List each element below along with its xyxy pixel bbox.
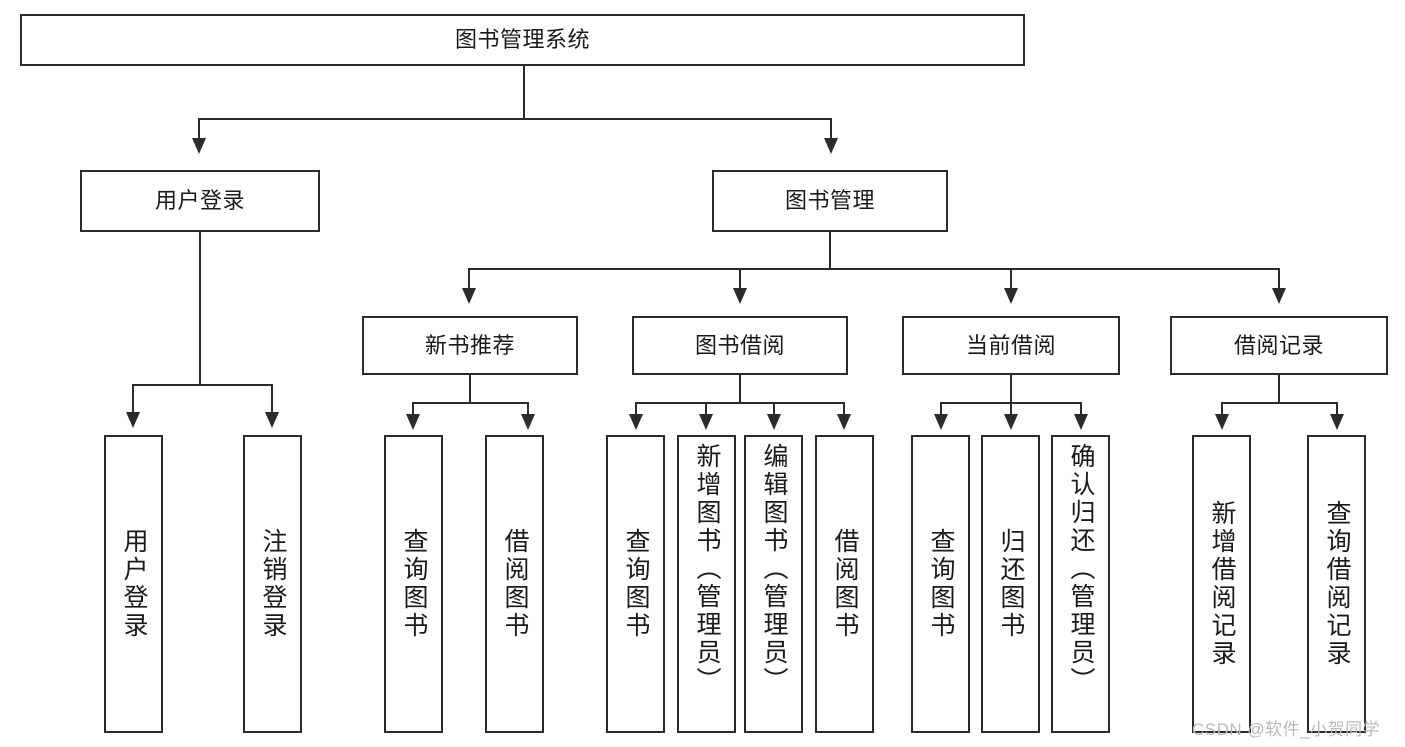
connector-bookborrow-bus bbox=[635, 402, 845, 404]
node-root-system[interactable]: 图书管理系统 bbox=[20, 14, 1025, 66]
connector-borrowrecord-stem bbox=[1278, 375, 1280, 402]
connector-bookmgmt-stem bbox=[829, 232, 831, 268]
arrowhead-borrowrecord-to-leaf1 bbox=[1215, 414, 1229, 430]
connector-currentborrow-stem bbox=[1010, 375, 1012, 402]
arrowhead-newbook-to-leaf2 bbox=[521, 414, 535, 430]
node-book-management[interactable]: 图书管理 bbox=[712, 170, 948, 232]
leaf-newbook-borrow-book[interactable]: 借阅图书 bbox=[485, 435, 544, 733]
connector-bookmgmt-to-current bbox=[1010, 268, 1012, 290]
connector-bookmgmt-bus bbox=[468, 268, 1280, 270]
node-user-login[interactable]: 用户登录 bbox=[80, 170, 320, 232]
arrowhead-root-to-bookmgmt bbox=[824, 138, 838, 154]
arrowhead-bookborrow-to-leaf4 bbox=[837, 414, 851, 430]
arrowhead-bookmgmt-to-current bbox=[1004, 288, 1018, 304]
leaf-user-login-query[interactable]: 用户登录 bbox=[104, 435, 163, 733]
connector-bookmgmt-to-new bbox=[468, 268, 470, 290]
node-label: 查询借阅记录 bbox=[1323, 500, 1351, 668]
connector-root-to-bookmgmt bbox=[830, 118, 832, 140]
node-label: 图书借阅 bbox=[694, 332, 785, 358]
arrowhead-currentborrow-to-leaf3 bbox=[1074, 414, 1088, 430]
connector-login-to-leaf2 bbox=[271, 384, 273, 414]
node-label: 查询图书 bbox=[622, 528, 650, 640]
node-new-book-recommend[interactable]: 新书推荐 bbox=[362, 316, 578, 375]
leaf-currentborrow-return-book[interactable]: 归还图书 bbox=[981, 435, 1040, 733]
node-label: 图书管理系统 bbox=[454, 27, 590, 53]
node-label: 确认归还（管理员） bbox=[1067, 443, 1095, 695]
node-label: 图书管理 bbox=[784, 188, 875, 214]
connector-borrowrecord-to-leaf2 bbox=[1336, 402, 1338, 416]
arrowhead-bookmgmt-to-new bbox=[462, 288, 476, 304]
connector-borrowrecord-to-leaf1 bbox=[1221, 402, 1223, 416]
leaf-currentborrow-confirm-return[interactable]: 确认归还（管理员） bbox=[1051, 435, 1110, 733]
arrowhead-currentborrow-to-leaf1 bbox=[934, 414, 948, 430]
arrowhead-login-to-leaf1 bbox=[126, 412, 140, 428]
arrowhead-login-to-leaf2 bbox=[265, 412, 279, 428]
connector-currentborrow-to-leaf1 bbox=[940, 402, 942, 416]
arrowhead-currentborrow-to-leaf2 bbox=[1004, 414, 1018, 430]
node-label: 用户登录 bbox=[120, 528, 148, 640]
connector-bookborrow-to-leaf3 bbox=[773, 402, 775, 416]
connector-login-to-leaf1 bbox=[132, 384, 134, 414]
connector-newbook-to-leaf1 bbox=[412, 402, 414, 416]
connector-borrowrecord-bus bbox=[1221, 402, 1337, 404]
leaf-borrowrecord-add-record[interactable]: 新增借阅记录 bbox=[1192, 435, 1251, 733]
arrowhead-root-to-login bbox=[192, 138, 206, 154]
node-book-borrow[interactable]: 图书借阅 bbox=[632, 316, 848, 375]
connector-root-bus bbox=[198, 118, 832, 120]
leaf-borrowrecord-query-record[interactable]: 查询借阅记录 bbox=[1307, 435, 1366, 733]
leaf-user-logout[interactable]: 注销登录 bbox=[243, 435, 302, 733]
node-label: 借阅图书 bbox=[831, 528, 859, 640]
connector-bookborrow-stem bbox=[739, 375, 741, 402]
node-label: 新增图书（管理员） bbox=[693, 443, 721, 695]
leaf-bookborrow-query-book[interactable]: 查询图书 bbox=[606, 435, 665, 733]
connector-root-to-login bbox=[198, 118, 200, 140]
connector-root-stem bbox=[523, 66, 525, 118]
leaf-bookborrow-add-book[interactable]: 新增图书（管理员） bbox=[677, 435, 736, 733]
node-label: 当前借阅 bbox=[965, 332, 1056, 358]
node-label: 注销登录 bbox=[259, 528, 287, 640]
connector-bookmgmt-to-record bbox=[1278, 268, 1280, 290]
leaf-currentborrow-query-book[interactable]: 查询图书 bbox=[911, 435, 970, 733]
connector-newbook-bus bbox=[412, 402, 528, 404]
node-label: 归还图书 bbox=[997, 528, 1025, 640]
connector-currentborrow-to-leaf2 bbox=[1010, 402, 1012, 416]
connector-bookborrow-to-leaf1 bbox=[635, 402, 637, 416]
arrowhead-bookborrow-to-leaf3 bbox=[767, 414, 781, 430]
connector-login-bus bbox=[132, 384, 272, 386]
connector-currentborrow-to-leaf3 bbox=[1080, 402, 1082, 416]
connector-bookborrow-to-leaf2 bbox=[705, 402, 707, 416]
arrowhead-bookborrow-to-leaf2 bbox=[699, 414, 713, 430]
connector-bookmgmt-to-borrow bbox=[739, 268, 741, 290]
node-label: 借阅图书 bbox=[501, 528, 529, 640]
arrowhead-newbook-to-leaf1 bbox=[406, 414, 420, 430]
leaf-newbook-query-book[interactable]: 查询图书 bbox=[384, 435, 443, 733]
node-label: 查询图书 bbox=[927, 528, 955, 640]
connector-newbook-to-leaf2 bbox=[527, 402, 529, 416]
node-label: 新书推荐 bbox=[424, 332, 515, 358]
node-label: 编辑图书（管理员） bbox=[760, 443, 788, 695]
node-label: 新增借阅记录 bbox=[1208, 500, 1236, 668]
csdn-watermark: CSDN @软件_小贺同学 bbox=[1192, 720, 1381, 739]
leaf-bookborrow-edit-book[interactable]: 编辑图书（管理员） bbox=[744, 435, 803, 733]
leaf-bookborrow-borrow-book[interactable]: 借阅图书 bbox=[815, 435, 874, 733]
connector-newbook-stem bbox=[469, 375, 471, 402]
arrowhead-bookmgmt-to-record bbox=[1272, 288, 1286, 304]
connector-bookborrow-to-leaf4 bbox=[843, 402, 845, 416]
node-label: 用户登录 bbox=[154, 188, 245, 214]
arrowhead-bookmgmt-to-borrow bbox=[733, 288, 747, 304]
connector-login-stem bbox=[199, 232, 201, 384]
node-label: 借阅记录 bbox=[1233, 332, 1324, 358]
arrowhead-borrowrecord-to-leaf2 bbox=[1330, 414, 1344, 430]
node-current-borrow[interactable]: 当前借阅 bbox=[902, 316, 1120, 375]
node-borrow-record[interactable]: 借阅记录 bbox=[1170, 316, 1388, 375]
node-label: 查询图书 bbox=[400, 528, 428, 640]
arrowhead-bookborrow-to-leaf1 bbox=[629, 414, 643, 430]
